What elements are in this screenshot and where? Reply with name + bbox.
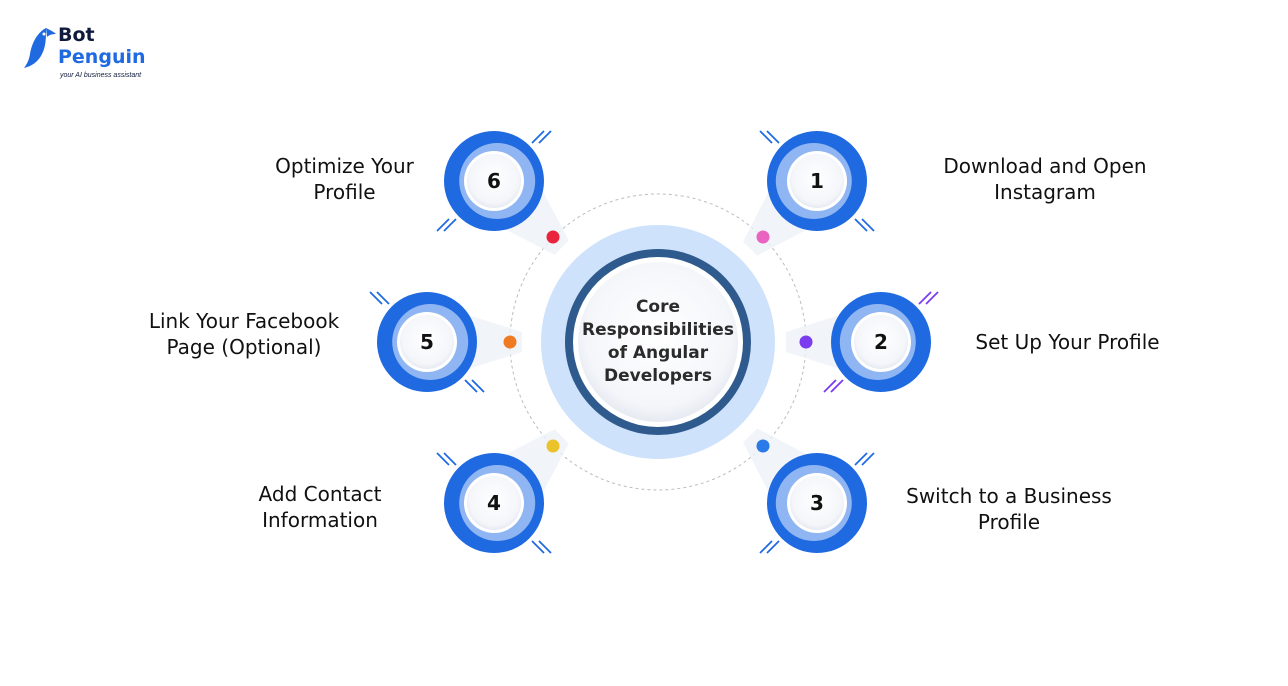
center-core [578, 262, 738, 422]
step-label-6: Optimize Your Profile [275, 154, 414, 204]
orbit-dot-3 [756, 439, 770, 453]
orbit-dot-6 [546, 230, 560, 244]
step-node-2 [786, 291, 939, 393]
step-number-6: 6 [487, 169, 501, 193]
step-node-5 [369, 291, 522, 393]
step-number-5: 5 [420, 330, 434, 354]
orbit-dot-1 [756, 230, 770, 244]
step-label-4: Add Contact Information [258, 482, 382, 532]
step-node-4 [436, 429, 569, 554]
orbit-dot-4 [546, 439, 560, 453]
logo-tagline: your AI business assistant [60, 72, 142, 79]
hatch-lines [759, 452, 875, 554]
orbit-dot-5 [503, 335, 517, 349]
logo-line1: Bot [58, 24, 95, 46]
hatch-lines [823, 291, 939, 393]
hatch-lines [759, 130, 875, 232]
logo: Bot Penguin your AI business assistant [24, 24, 164, 84]
logo-line2: Penguin [58, 46, 146, 68]
step-number-1: 1 [810, 169, 824, 193]
center-title: Core Responsibilities of Angular Develop… [582, 297, 734, 386]
step-number-2: 2 [874, 330, 888, 354]
step-label-1: Download and Open Instagram [943, 154, 1147, 204]
hatch-lines [436, 452, 552, 554]
step-node-3 [743, 428, 875, 554]
step-number-3: 3 [810, 491, 824, 515]
step-label-5: Link Your Facebook Page (Optional) [148, 309, 340, 359]
step-label-3: Switch to a Business Profile [906, 484, 1112, 534]
hatch-lines [436, 130, 552, 232]
step-node-6 [436, 130, 569, 255]
orbit-dot-2 [799, 335, 813, 349]
step-node-1 [743, 130, 875, 256]
step-number-4: 4 [487, 491, 501, 515]
hatch-lines [369, 291, 485, 393]
penguin-icon [24, 28, 56, 68]
step-label-2: Set Up Your Profile [975, 330, 1160, 354]
